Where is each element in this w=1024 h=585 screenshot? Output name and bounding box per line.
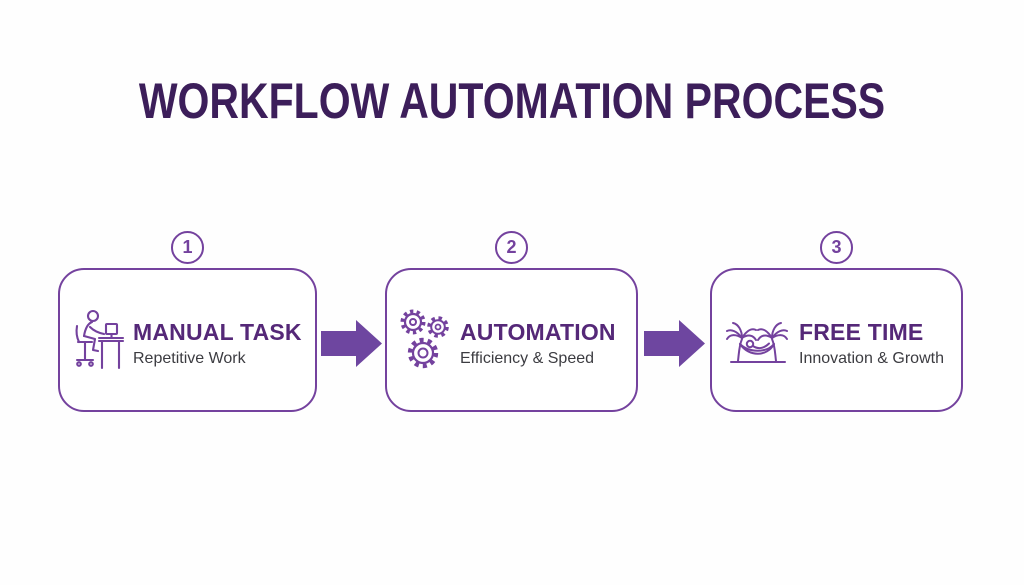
- step-1-subtitle: Repetitive Work: [133, 349, 246, 367]
- step-3-number-badge: 3: [820, 231, 853, 264]
- page-title: WORKFLOW AUTOMATION PROCESS: [138, 73, 886, 129]
- flow-arrow-icon: [321, 320, 382, 367]
- step-3-subtitle: Innovation & Growth: [799, 349, 944, 367]
- step-2-card: AUTOMATION Efficiency & Speed: [385, 268, 638, 412]
- step-2-subtitle: Efficiency & Speed: [460, 349, 595, 367]
- step-1-number-badge: 1: [171, 231, 204, 264]
- palm-hammock-icon: [725, 313, 791, 367]
- gears-icon: [400, 309, 452, 371]
- step-1-title: MANUAL TASK: [133, 318, 302, 345]
- step-2-title: AUTOMATION: [460, 318, 616, 345]
- step-1-card: MANUAL TASK Repetitive Work: [58, 268, 317, 412]
- person-at-desk-icon: [73, 306, 125, 374]
- flow-arrow-icon: [644, 320, 705, 367]
- step-3-title: FREE TIME: [799, 318, 924, 345]
- step-2-number-badge: 2: [495, 231, 528, 264]
- step-3-card: FREE TIME Innovation & Growth: [710, 268, 963, 412]
